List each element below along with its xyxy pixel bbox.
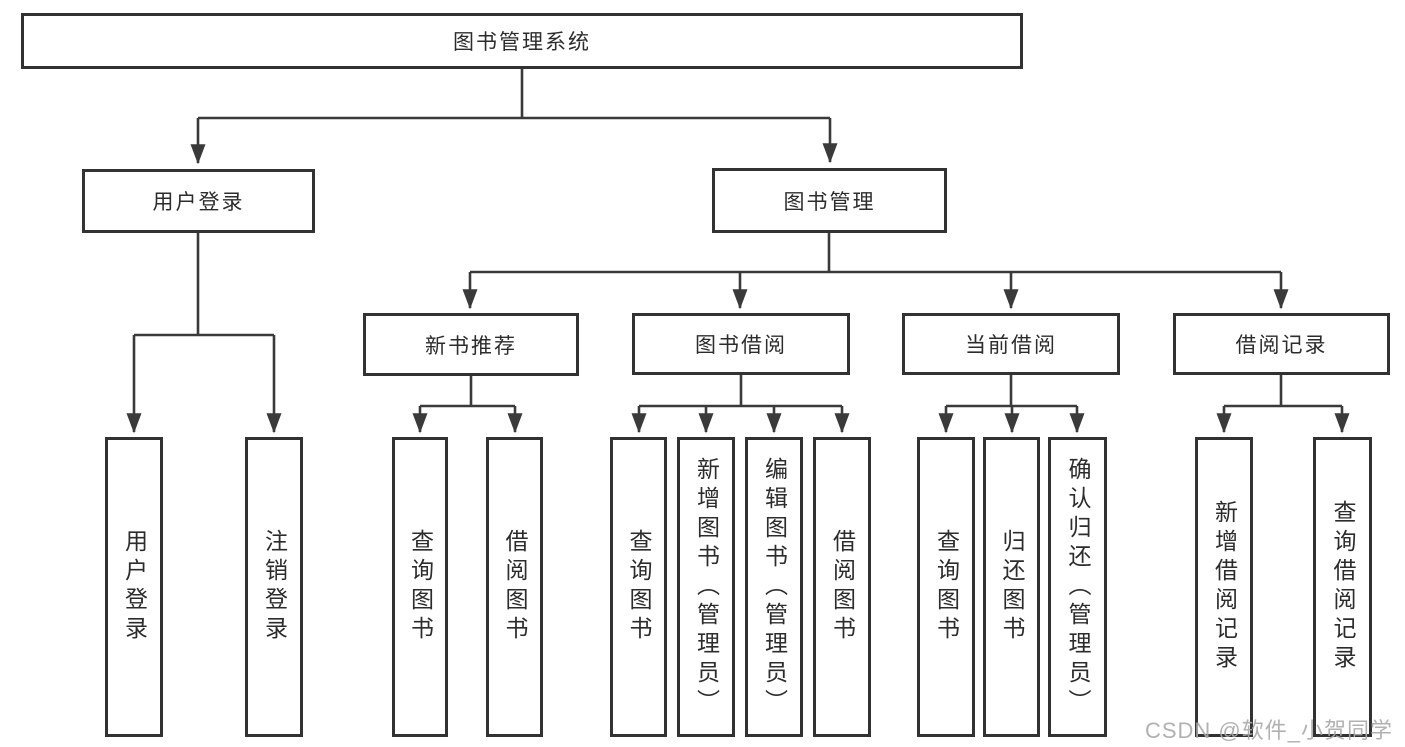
- node-book-borrowing: 图书借阅: [632, 313, 850, 375]
- node-borrowing-records: 借阅记录: [1173, 313, 1390, 375]
- node-user-login: 用户登录: [82, 169, 315, 233]
- node-add-books-admin: 新增图书（管理员）: [677, 437, 735, 737]
- node-user-login-action: 用户登录: [105, 437, 163, 737]
- node-add-borrow-record: 新增借阅记录: [1195, 437, 1253, 737]
- node-edit-books-admin: 编辑图书（管理员）: [745, 437, 803, 737]
- node-query-books-recommend: 查询图书: [392, 437, 448, 737]
- node-query-books-borrowing: 查询图书: [610, 437, 667, 737]
- node-confirm-return-admin: 确认归还（管理员）: [1048, 437, 1107, 737]
- node-query-books-current: 查询图书: [917, 437, 975, 737]
- node-borrow-books-borrowing: 借阅图书: [813, 437, 871, 737]
- node-return-books: 归还图书: [983, 437, 1040, 737]
- node-logout-action: 注销登录: [245, 437, 303, 737]
- node-current-borrowing: 当前借阅: [902, 313, 1120, 375]
- csdn-watermark: CSDN @软件_小贺同学: [1144, 718, 1393, 743]
- node-new-book-recommend: 新书推荐: [363, 313, 579, 376]
- node-book-management: 图书管理: [712, 168, 947, 233]
- node-library-management-system: 图书管理系统: [21, 13, 1023, 69]
- node-borrow-books-recommend: 借阅图书: [486, 437, 543, 737]
- node-query-borrow-record: 查询借阅记录: [1313, 437, 1372, 737]
